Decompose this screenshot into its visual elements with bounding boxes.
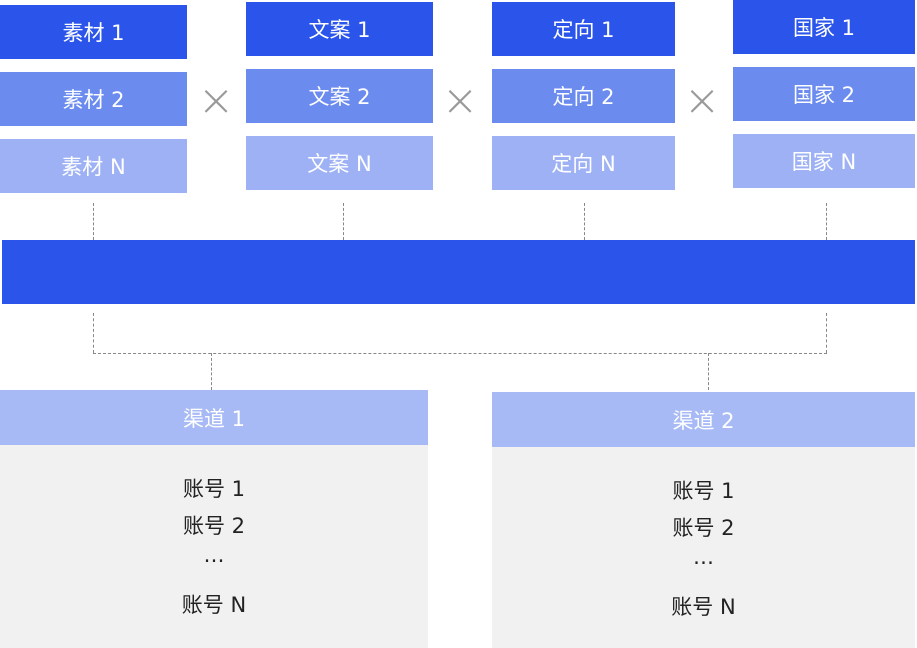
- connector-line: [93, 353, 827, 354]
- connector-line: [826, 313, 827, 353]
- country-box-n: 国家 N: [733, 134, 915, 188]
- account-item: 账号 N: [181, 593, 247, 617]
- account-item: 账号 2: [182, 514, 246, 538]
- connector-line: [211, 353, 212, 390]
- account-item: 账号 2: [672, 516, 735, 540]
- material-box-1: 素材 1: [0, 5, 187, 59]
- targeting-box-n: 定向 N: [492, 136, 675, 190]
- copy-box-1: 文案 1: [246, 2, 433, 56]
- copy-box-n: 文案 N: [246, 136, 433, 190]
- account-item: 账号 1: [672, 479, 735, 503]
- channel-header-2: 渠道 2: [492, 392, 915, 447]
- channel-accounts-2: 账号 1 账号 2 … 账号 N: [492, 447, 915, 648]
- targeting-box-1: 定向 1: [492, 2, 675, 56]
- country-box-2: 国家 2: [733, 67, 915, 121]
- multiply-icon: ×: [441, 75, 479, 126]
- connector-line: [708, 353, 709, 390]
- channel-header-1: 渠道 1: [0, 390, 428, 445]
- connector-line: [826, 203, 827, 240]
- combination-bar: [2, 240, 915, 304]
- account-item: 账号 N: [671, 595, 736, 619]
- account-ellipsis: …: [693, 545, 714, 569]
- material-box-n: 素材 N: [0, 139, 187, 193]
- connector-line: [93, 203, 94, 240]
- targeting-box-2: 定向 2: [492, 69, 675, 123]
- material-box-2: 素材 2: [0, 72, 187, 126]
- channel-accounts-1: 账号 1 账号 2 … 账号 N: [0, 445, 428, 648]
- account-item: 账号 1: [182, 477, 246, 501]
- connector-line: [343, 203, 344, 240]
- account-ellipsis: …: [203, 543, 225, 567]
- copy-box-2: 文案 2: [246, 69, 433, 123]
- country-box-1: 国家 1: [733, 0, 915, 54]
- multiply-icon: ×: [197, 75, 235, 126]
- connector-line: [584, 203, 585, 240]
- connector-line: [93, 313, 94, 353]
- multiply-icon: ×: [683, 75, 721, 126]
